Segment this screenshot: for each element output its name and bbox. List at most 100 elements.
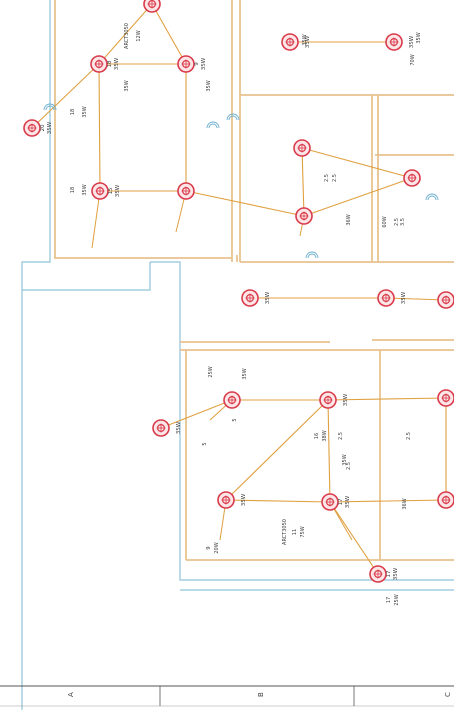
light-fixture (143, 0, 161, 13)
fixture-label: 18 (107, 60, 113, 67)
light-fixture: 35W (319, 391, 349, 409)
light-fixture: 35W (281, 33, 311, 51)
wire (225, 399, 329, 501)
fixture-label: 35W (241, 493, 247, 506)
annotation-text: 35W (82, 184, 88, 195)
motion-sensor (43, 103, 57, 111)
annotation-text: ARCT3050 (282, 519, 288, 545)
fixture-label: 35W (409, 35, 415, 48)
wire (151, 3, 187, 65)
fixture-label: 35W (345, 495, 351, 508)
annotation-text: 75W (300, 526, 306, 537)
light-fixture (295, 207, 313, 225)
annotation-text: 35W (302, 34, 308, 45)
annotation-text: 2.5 (394, 218, 400, 226)
annotation-text: 18 (70, 109, 76, 115)
motion-sensor (226, 113, 240, 121)
wire (385, 297, 447, 301)
wire (303, 177, 413, 217)
annotation-text: 2.5 (338, 432, 344, 440)
annotation-text: 35W (82, 106, 88, 117)
light-fixture (437, 291, 454, 309)
walls (21, 0, 454, 710)
annotation-text: ARCT3050 (124, 23, 130, 49)
wall-segment (22, 262, 151, 291)
fixture-label: 17 (386, 570, 392, 577)
light-fixture: 35W (377, 289, 407, 307)
wire (225, 499, 331, 503)
wall-segment (21, 0, 51, 710)
annotation-text: 2.5 (324, 174, 330, 182)
fixture-label: 35W (343, 393, 349, 406)
light-fixture: 35W (385, 33, 415, 51)
annotation-text: 11 (292, 529, 298, 535)
annotation-text: 3.5 (400, 218, 406, 226)
light-fixture (293, 139, 311, 157)
annotation-text: 5 (202, 442, 208, 445)
wiring (31, 3, 447, 575)
annotation-text: 25W (208, 366, 214, 377)
annotation-text: 35W (416, 32, 422, 43)
light-fixture (177, 182, 195, 200)
annotation-text: 9 (206, 546, 212, 549)
wire (301, 147, 413, 179)
wire (185, 190, 305, 217)
annotation-text: 35W (206, 80, 212, 91)
motion-sensor (305, 251, 319, 259)
annotation-text: 2.5 (332, 174, 338, 182)
frame-label-b: B (257, 692, 265, 697)
annotation-text: 2.5 (406, 432, 412, 440)
annotation-text: 12W (136, 30, 142, 41)
motion-sensor (206, 121, 220, 129)
light-fixture (437, 389, 454, 407)
light-fixture (403, 169, 421, 187)
fixture-label: 35W (114, 57, 120, 70)
annotation-text: 35W (242, 368, 248, 379)
fixture-label: 20 (40, 124, 46, 131)
wire-drop (91, 190, 101, 249)
fixture-label: 15 (108, 187, 114, 194)
wire (98, 3, 153, 65)
annotation-text: 25W (394, 594, 400, 605)
wall-segment (239, 0, 454, 96)
fixture-label: 35W (305, 35, 311, 48)
wire (160, 399, 233, 429)
frame-label-c: C (444, 692, 452, 697)
fixture-label: 35W (401, 291, 407, 304)
sensors (43, 103, 439, 259)
fixture-label: 35W (265, 291, 271, 304)
wire (327, 399, 331, 503)
light-fixture: 35W (152, 419, 182, 437)
annotation-text: 36W (402, 498, 408, 509)
annotation-text: 16 (314, 433, 320, 439)
fixture-label: 35W (176, 421, 182, 434)
fixture-label: 17 (338, 498, 344, 505)
annotation-text: 5 (232, 418, 238, 421)
drawing-frame: A B C (0, 685, 454, 707)
wire (98, 63, 101, 192)
annotation-text: 60W (382, 216, 388, 227)
wire (301, 147, 305, 217)
fixture-label: 35W (393, 567, 399, 580)
wall-segment (54, 0, 232, 259)
annotation-text: 35W (124, 80, 130, 91)
annotation-text: 70W (410, 54, 416, 65)
fixture-label: 35W (115, 184, 121, 197)
annotation-text: 2.5 (346, 462, 352, 470)
annotation-text: 20W (214, 542, 220, 553)
frame-label-a: A (67, 692, 75, 697)
light-fixture: 35W (217, 491, 247, 509)
wire (31, 63, 100, 129)
annotation-text: 18 (70, 187, 76, 193)
fixture-label: 35W (47, 121, 53, 134)
annotation-text: 35W (342, 454, 348, 465)
annotation-text: 38W (322, 430, 328, 441)
light-fixture (437, 491, 454, 509)
